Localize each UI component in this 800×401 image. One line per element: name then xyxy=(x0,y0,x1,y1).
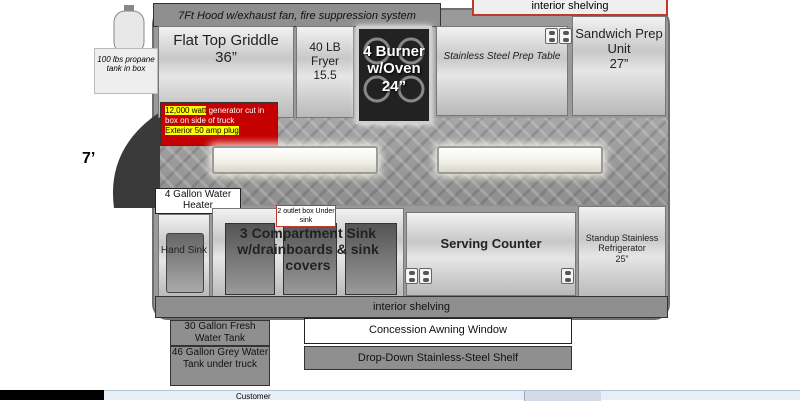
generator-text: 12,000 watt generator cut in box on side… xyxy=(161,103,277,126)
burner-size: 24” xyxy=(381,77,407,95)
width-label: 7’ xyxy=(82,150,96,167)
footer-black-block xyxy=(0,390,104,400)
burner-name: 4 Burner w/Oven xyxy=(363,43,425,78)
griddle-name: Flat Top Griddle xyxy=(173,32,279,49)
ceiling-light xyxy=(212,146,378,174)
standup-refrigerator: Standup Stainless Refrigerator 25” xyxy=(578,206,666,298)
prep-table-label: Stainless Steel Prep Table xyxy=(443,51,561,62)
generator-box: 12,000 watt generator cut in box on side… xyxy=(160,102,278,146)
hood-label: 7Ft Hood w/exhaust fan, fire suppression… xyxy=(153,3,441,27)
burner-grates-icon xyxy=(363,37,425,103)
concession-awning-window: Concession Awning Window xyxy=(304,318,572,344)
serving-counter: Serving Counter xyxy=(406,212,576,296)
grey-water-tank: 46 Gallon Grey Water Tank under truck xyxy=(170,346,270,386)
outlet-icon xyxy=(405,268,418,284)
refrigerator-name: Standup Stainless Refrigerator xyxy=(585,233,659,254)
outlet-icon xyxy=(545,28,558,44)
fryer-name: 40 LB Fryer xyxy=(309,40,341,68)
serving-counter-label: Serving Counter xyxy=(440,236,542,251)
footer-tab xyxy=(524,391,601,401)
sandwich-name: Sandwich Prep Unit xyxy=(575,26,663,56)
top-interior-shelving: interior shelving xyxy=(472,0,668,16)
footer-label: Customer xyxy=(236,392,271,401)
sandwich-prep-unit: Sandwich Prep Unit 27” xyxy=(572,16,666,116)
refrigerator-size: 25” xyxy=(615,253,629,264)
compartment-sink-label: 3 Compartment Sink w/drainboards & sink … xyxy=(237,225,379,274)
drop-down-shelf: Drop-Down Stainless-Steel Shelf xyxy=(304,346,572,370)
ceiling-light xyxy=(437,146,603,174)
outlet-icon xyxy=(419,268,432,284)
hand-sink-label: Hand Sink xyxy=(160,245,208,256)
outlet-box-label: 2 outlet box Under sink xyxy=(276,205,336,227)
footer-bar: Customer xyxy=(104,390,800,401)
griddle-size: 36” xyxy=(215,49,237,67)
four-burner-oven: 4 Burner w/Oven 24” xyxy=(356,26,432,124)
door-swing-icon xyxy=(112,112,160,208)
sandwich-size: 27” xyxy=(609,55,629,71)
generator-plug: Exterior 50 amp plug xyxy=(165,126,239,135)
generator-description: generator cut in box on side of truck xyxy=(165,106,265,125)
generator-wattage: 12,000 watt xyxy=(165,106,207,115)
outlet-icon xyxy=(559,28,572,44)
fryer-size: 15.5 xyxy=(313,67,337,82)
bottom-interior-shelving: interior shelving xyxy=(155,296,668,318)
fresh-water-tank: 30 Gallon Fresh Water Tank xyxy=(170,320,270,346)
propane-tank-label: 100 lbs propane tank in box xyxy=(94,48,158,94)
hand-sink: Hand Sink xyxy=(158,214,210,298)
outlet-icon xyxy=(561,268,574,284)
fryer: 40 LB Fryer 15.5 xyxy=(296,26,354,118)
